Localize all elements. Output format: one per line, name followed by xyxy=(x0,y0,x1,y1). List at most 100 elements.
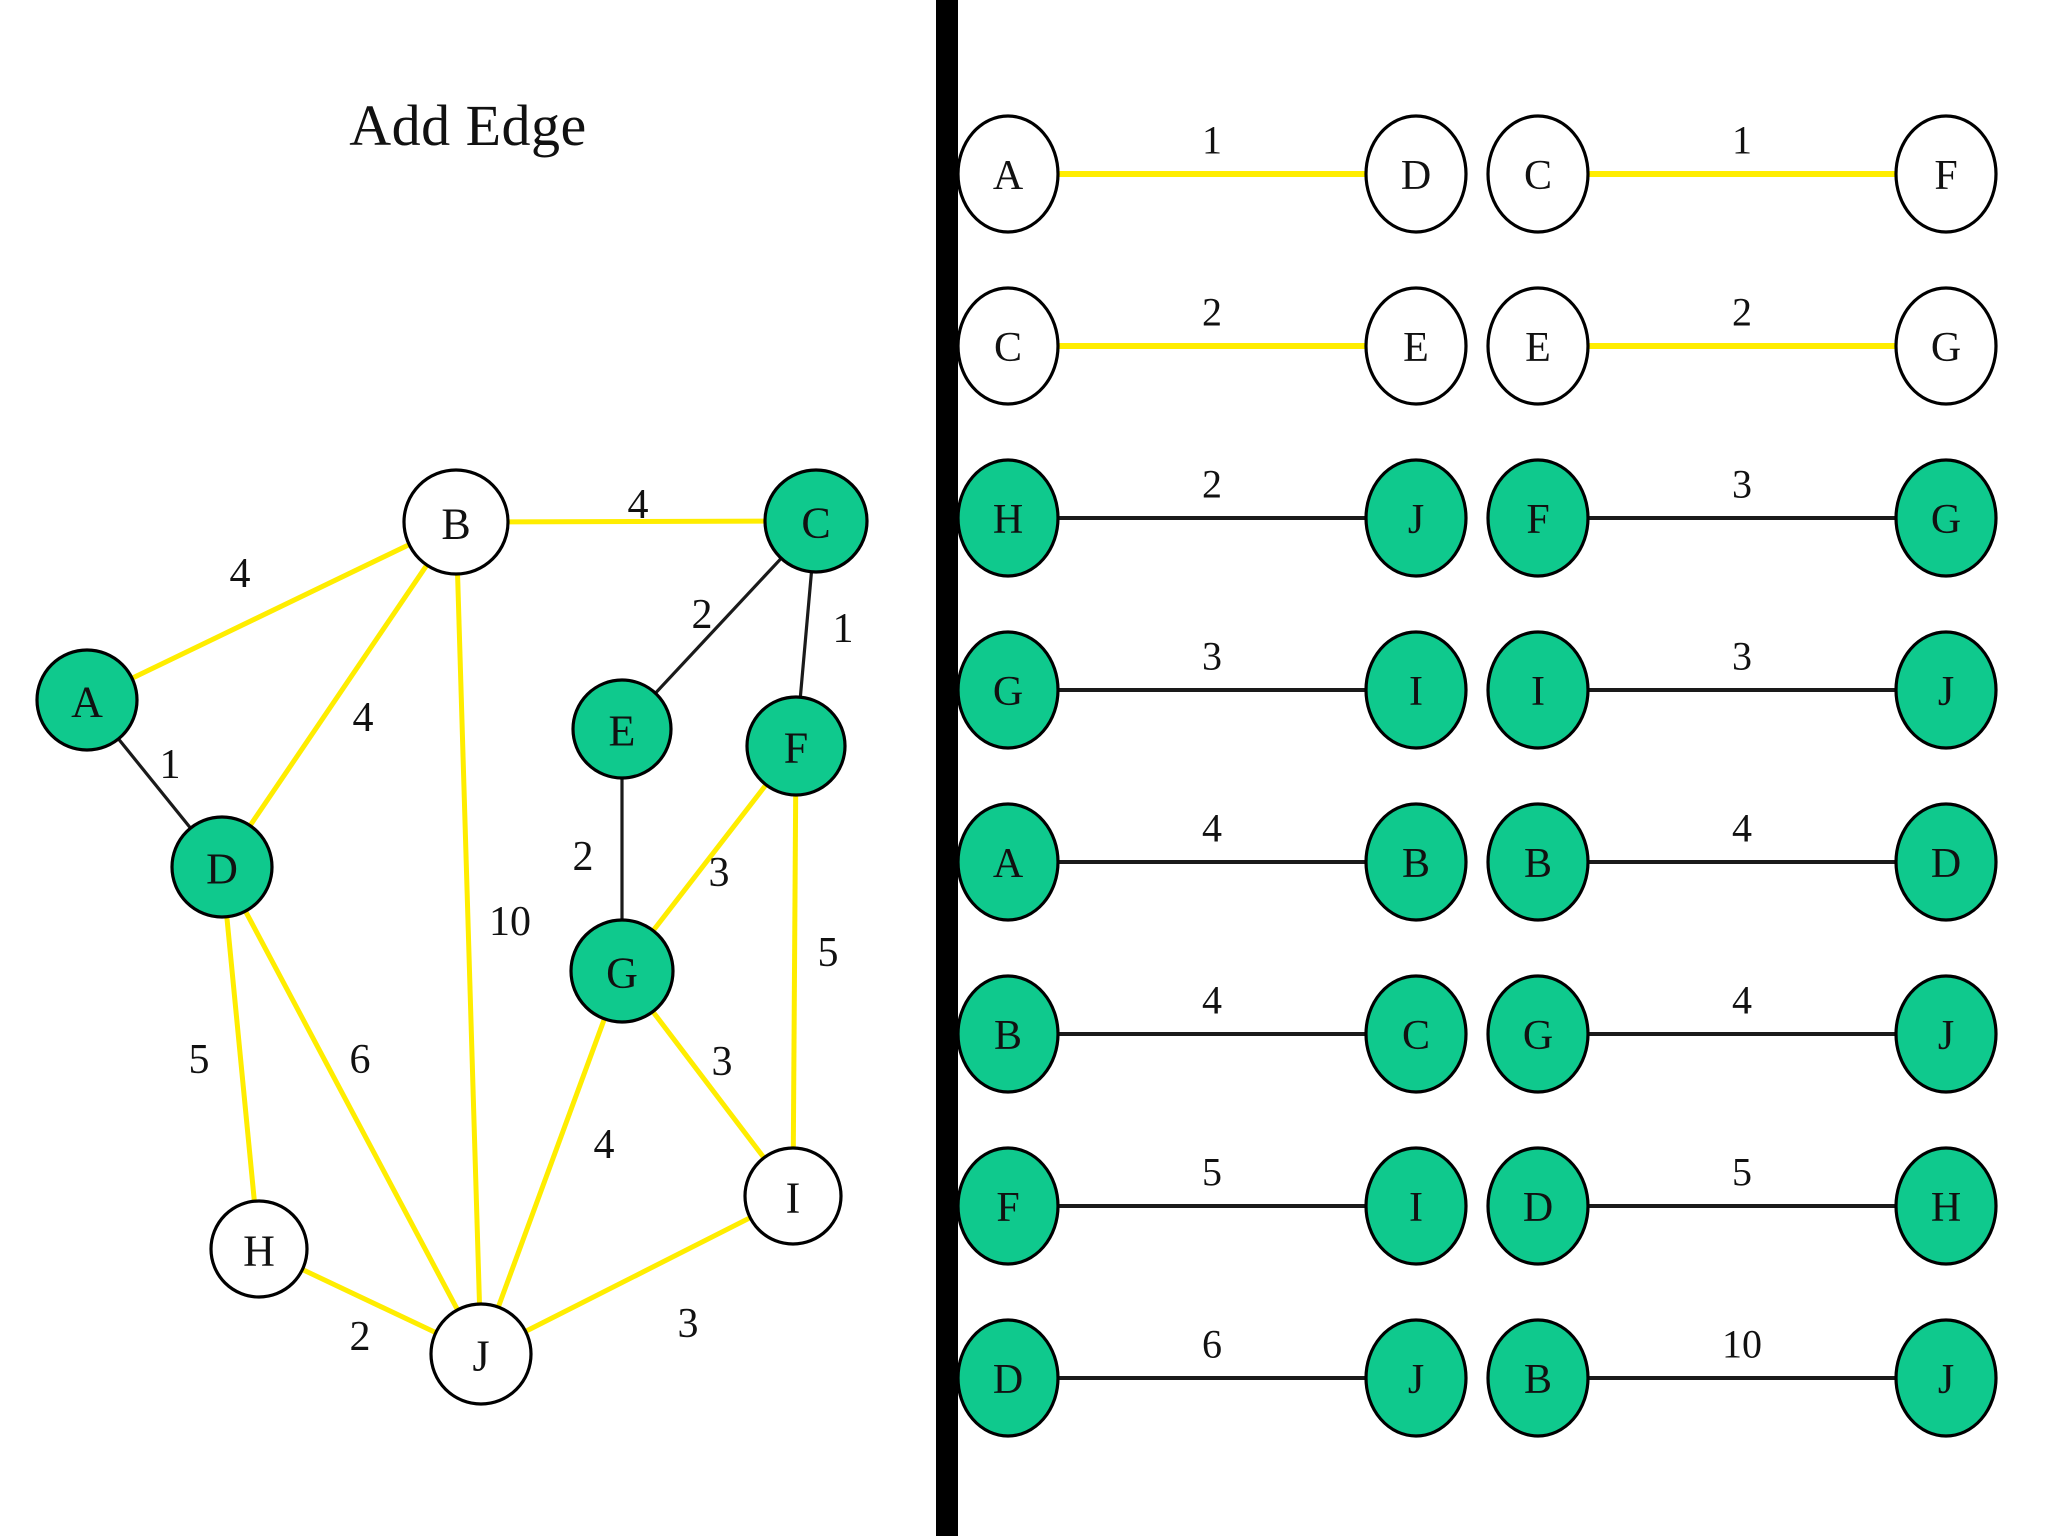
edge-list-node-target[interactable] xyxy=(1364,974,1468,1094)
edge-list-node-source[interactable] xyxy=(958,1146,1060,1266)
edge-list-node-target[interactable] xyxy=(1894,286,1998,406)
node-circle-f[interactable] xyxy=(745,695,847,797)
node-label-b: B xyxy=(441,500,470,549)
graph-edge-b-j[interactable] xyxy=(455,573,482,1305)
edge-list-node-source[interactable] xyxy=(958,630,1060,750)
edge-list-node-target[interactable] xyxy=(1364,630,1468,750)
graph-node-f[interactable]: F xyxy=(745,695,847,797)
node-circle-e[interactable] xyxy=(571,678,673,780)
edge-list-node-source[interactable] xyxy=(958,974,1060,1094)
node-circle-d[interactable] xyxy=(170,815,274,919)
edge-list-node-source[interactable] xyxy=(1486,286,1590,406)
edge-list-node-target[interactable] xyxy=(1894,114,1998,234)
node-label-i: I xyxy=(786,1174,801,1223)
graph-edge-i-j[interactable] xyxy=(524,1215,752,1334)
graph-node-c[interactable]: C xyxy=(763,468,869,574)
edge-list-node-target[interactable] xyxy=(1894,458,1998,578)
node-circle-a[interactable] xyxy=(35,648,139,752)
edge-list-node-source[interactable] xyxy=(958,1318,1060,1438)
edge-list-node-target[interactable] xyxy=(1364,458,1468,578)
edge-list-node-source[interactable] xyxy=(1486,458,1590,578)
graph-edge-h-j[interactable] xyxy=(301,1267,437,1335)
edge-list-node-target[interactable] xyxy=(1894,1146,1998,1266)
node-circle-g[interactable] xyxy=(569,918,675,1024)
graph-edge-g-i[interactable] xyxy=(650,1010,766,1160)
node-circle-h[interactable] xyxy=(209,1199,309,1299)
edge-list-node-label-source: G xyxy=(1523,1013,1553,1059)
node-circle-c[interactable] xyxy=(763,468,869,574)
edge-list-weight: 5 xyxy=(1732,1150,1752,1195)
graph-edge-b-c[interactable] xyxy=(507,518,766,525)
graph-node-a[interactable]: A xyxy=(35,648,139,752)
node-label-g: G xyxy=(606,949,638,998)
edge-list-node-target[interactable] xyxy=(1894,630,1998,750)
edge-list-node-label-target: H xyxy=(1931,1185,1961,1231)
graph-node-h[interactable]: H xyxy=(209,1199,309,1299)
graph-edge-f-g[interactable] xyxy=(651,783,769,933)
graph-edge-a-d[interactable] xyxy=(117,737,192,830)
edge-list-node-source[interactable] xyxy=(1486,630,1590,750)
edge-list-node-source[interactable] xyxy=(1486,114,1590,234)
graph-edge-f-i[interactable] xyxy=(790,794,799,1149)
edge-list-node-target[interactable] xyxy=(1364,1318,1468,1438)
edge-list-node-source[interactable] xyxy=(958,458,1060,578)
edge-list-node-source[interactable] xyxy=(958,802,1060,922)
edge-list-node-source[interactable] xyxy=(1486,1318,1590,1438)
graph-edge-b-d[interactable] xyxy=(247,563,429,828)
edge-list-node-source[interactable] xyxy=(1486,802,1590,922)
graph-edge-weight-a-d: 1 xyxy=(160,742,181,788)
graph-node-b[interactable]: B xyxy=(402,468,510,576)
graph-edge-weight-d-j: 6 xyxy=(350,1037,371,1083)
edge-list-node-target[interactable] xyxy=(1894,1318,1998,1438)
edge-list-node-target[interactable] xyxy=(1364,114,1468,234)
graph-edge-a-b[interactable] xyxy=(130,542,411,681)
edge-list-node-label-target: B xyxy=(1402,841,1430,887)
edge-list-node-source[interactable] xyxy=(1486,1146,1590,1266)
node-circle-b[interactable] xyxy=(402,468,510,576)
graph-node-e[interactable]: E xyxy=(571,678,673,780)
graph-edge-g-j[interactable] xyxy=(495,1017,607,1308)
graph-node-j[interactable]: J xyxy=(429,1302,533,1406)
node-circle-j[interactable] xyxy=(429,1302,533,1406)
graph-edge-weight-d-h: 5 xyxy=(189,1037,210,1083)
edge-list-node-target[interactable] xyxy=(1364,286,1468,406)
edge-list-node-source[interactable] xyxy=(958,114,1060,234)
node-circle-i[interactable] xyxy=(743,1146,843,1246)
edge-list-node-source[interactable] xyxy=(1486,974,1590,1094)
edge-list-node-source[interactable] xyxy=(958,286,1060,406)
edge-list-node-target[interactable] xyxy=(1364,802,1468,922)
graph-node-i[interactable]: I xyxy=(743,1146,843,1246)
graph-edge-d-j[interactable] xyxy=(243,909,460,1312)
edge-list-node-target[interactable] xyxy=(1894,974,1998,1094)
graph-node-d[interactable]: D xyxy=(170,815,274,919)
graph-node-g[interactable]: G xyxy=(569,918,675,1024)
graph-edge-c-e[interactable] xyxy=(654,557,783,695)
edge-list-node-target[interactable] xyxy=(1894,802,1998,922)
edge-list-node-label-target: J xyxy=(1408,497,1424,543)
edge-list-node-target[interactable] xyxy=(1364,1146,1468,1266)
graph-edge-c-f[interactable] xyxy=(798,571,814,698)
graph-edge-d-h[interactable] xyxy=(224,916,257,1202)
edge-list-weight: 1 xyxy=(1202,118,1222,163)
